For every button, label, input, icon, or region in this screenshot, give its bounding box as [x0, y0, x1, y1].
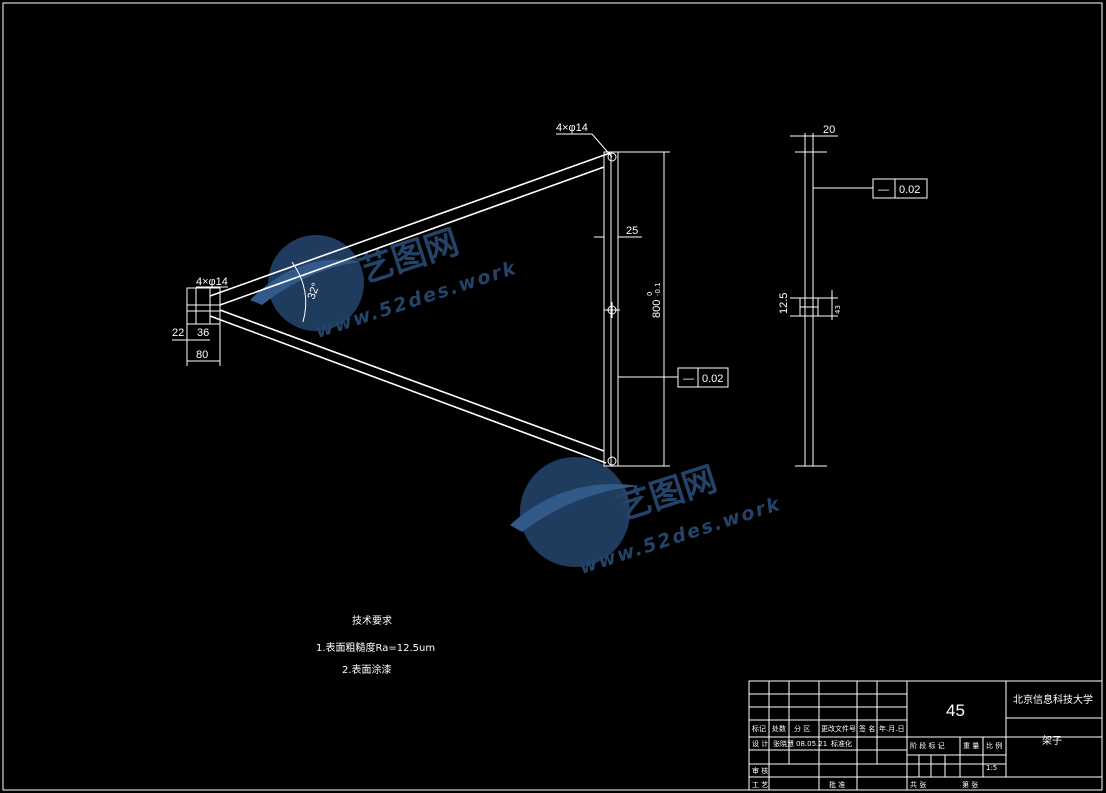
- hole-bottom: [607, 456, 617, 466]
- designer-name: 张晓慧: [773, 739, 794, 748]
- hole-top: [607, 152, 617, 162]
- material-text: 45: [946, 701, 965, 720]
- title-block: 45 北京信息科技大学 架子 1:5 标记 处数 分 区 更改文件号 签 名 年…: [748, 680, 1103, 791]
- technical-requirements: 技术要求 1.表面粗糙度Ra=12.5um 2.表面涂漆: [316, 614, 435, 676]
- approve-label: 批 准: [829, 780, 845, 789]
- dim-22: 22: [172, 327, 184, 339]
- review-label: 审 核: [752, 766, 768, 775]
- dim-800-tol-upper: 0: [646, 292, 654, 296]
- front-view: 4×φ14 25 800 0 -0.1 — 0.02 4×φ14 80 22 3…: [172, 122, 729, 467]
- dim-36: 36: [197, 327, 209, 339]
- tech-notes-item-1: 1.表面粗糙度Ra=12.5um: [316, 641, 435, 654]
- flatness-symbol-side: —: [878, 184, 889, 196]
- flatness-value-front: 0.02: [702, 373, 723, 385]
- side-post: [804, 151, 814, 467]
- sheets-total: 共 张: [910, 780, 926, 789]
- rev-header-date: 年.月.日: [879, 724, 904, 733]
- design-label: 设 计: [752, 739, 768, 748]
- flatness-symbol-front: —: [683, 373, 694, 385]
- dim-20: 20: [823, 124, 835, 136]
- stage-header: 阶 段 标 记: [910, 741, 945, 750]
- tech-notes-title: 技术要求: [352, 614, 392, 627]
- flatness-frame-front: [677, 367, 729, 388]
- dim-25: 25: [626, 225, 638, 237]
- standardization-label: 标准化: [831, 739, 852, 748]
- hole-callout-right: 4×φ14: [556, 122, 588, 134]
- watermark-upper: 艺图网 www.52des.work: [250, 222, 520, 343]
- rev-header-mark: 标记: [752, 724, 766, 733]
- rev-header-count: 处数: [772, 724, 786, 733]
- hole-callout-left: 4×φ14: [196, 276, 228, 288]
- dim-80: 80: [196, 349, 208, 361]
- part-name: 架子: [1042, 735, 1062, 747]
- design-date: 08.05.21: [796, 740, 827, 748]
- flatness-frame-side: [872, 178, 928, 199]
- flatness-value-side: 0.02: [899, 184, 920, 196]
- side-view: 20 — 0.02 12.5 43: [778, 124, 928, 467]
- process-label: 工 艺: [752, 781, 768, 789]
- rev-header-doc: 更改文件号: [821, 724, 856, 733]
- upper-arm: [209, 152, 611, 297]
- tech-notes-item-2: 2.表面涂漆: [342, 663, 392, 676]
- dim-12-5: 12.5: [778, 293, 790, 314]
- scale-value: 1:5: [986, 764, 997, 772]
- left-mount-block: [186, 287, 221, 325]
- sheet-number: 第 张: [962, 780, 978, 789]
- rev-header-sign: 签 名: [859, 724, 875, 733]
- scale-header: 比 例: [986, 741, 1002, 750]
- lower-arm: [209, 315, 607, 464]
- watermark-globe-icon: [268, 235, 364, 331]
- dim-800-tol-lower: -0.1: [654, 282, 662, 296]
- angle-label: 32°: [306, 281, 323, 301]
- dim-43: 43: [834, 305, 842, 314]
- weight-header: 重 量: [963, 742, 979, 750]
- dim-800: 800: [651, 300, 663, 318]
- watermark-lower: 艺图网 www.52des.work: [510, 457, 784, 579]
- rev-header-zone: 分 区: [794, 724, 810, 733]
- school-name: 北京信息科技大学: [1013, 693, 1093, 706]
